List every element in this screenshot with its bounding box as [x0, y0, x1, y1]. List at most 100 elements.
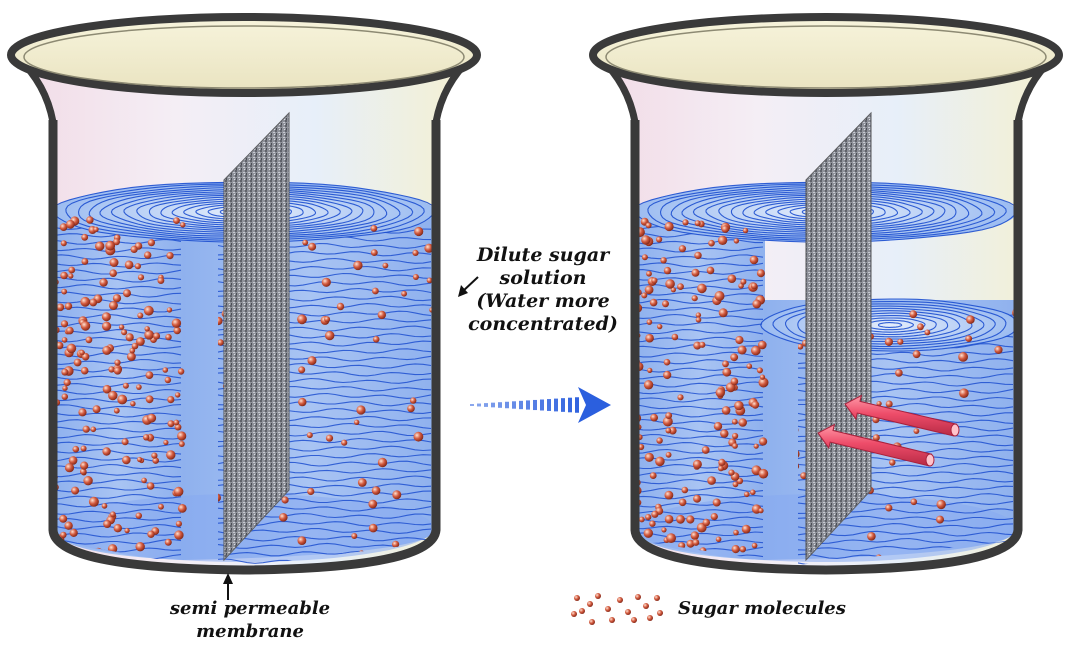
water-line [218, 250, 432, 257]
sugar-molecule [114, 359, 121, 366]
sugar-molecule [141, 477, 147, 484]
sugar-molecule [647, 367, 653, 373]
sugar-molecule [994, 345, 1003, 354]
sugar-molecule [145, 395, 154, 404]
water-line [218, 392, 432, 399]
water-line [52, 404, 182, 410]
sugar-molecule [166, 450, 176, 460]
sugar-molecule [178, 441, 185, 447]
sugar-molecule [731, 545, 740, 554]
water-line [634, 396, 764, 403]
water-ring [784, 303, 996, 348]
water-ring [110, 190, 375, 234]
sugar-molecule [175, 392, 181, 398]
sugar-molecule [177, 431, 187, 441]
sugar-molecule [371, 486, 381, 495]
arrow-right-segment [491, 402, 495, 408]
sugar-molecule [297, 314, 307, 325]
sugar-molecule [690, 531, 699, 540]
sugar-molecule [410, 397, 417, 404]
sugar-legend-dot [657, 610, 663, 616]
sugar-molecule [722, 367, 732, 377]
sugar-molecule [101, 503, 108, 509]
sugar-molecule [798, 343, 804, 350]
sugar-molecule [759, 374, 766, 380]
sugar-molecule [306, 432, 313, 439]
arrow-right-segment [519, 400, 523, 410]
water-line [218, 325, 432, 332]
sugar-legend-dot [595, 593, 601, 599]
sugar-molecule [897, 338, 904, 345]
sugar-molecule [122, 382, 129, 389]
sugar-molecule [912, 350, 921, 359]
sugar-molecule [913, 428, 920, 434]
water-line [218, 505, 432, 512]
sugar-molecule [634, 551, 642, 559]
sugar-molecule [758, 377, 769, 388]
beaker-rim-inner [23, 25, 465, 89]
water-line [218, 295, 432, 302]
sugar-molecule [60, 531, 67, 539]
sugar-molecule [125, 333, 134, 342]
water-ring [99, 188, 388, 235]
flow-arrow-body [844, 394, 957, 437]
sugar-molecule [118, 324, 125, 330]
sugar-legend-dot [587, 601, 593, 607]
water-ring [681, 188, 970, 235]
legend-label: Sugar molecules [678, 598, 846, 619]
sugar-molecule [86, 216, 94, 224]
sugar-molecule [753, 443, 759, 449]
sugar-molecule [910, 498, 918, 506]
sugar-molecule [135, 542, 145, 552]
sugar-molecule [298, 366, 306, 374]
water-line [218, 272, 432, 280]
sugar-molecule [59, 514, 68, 523]
sugar-molecule [682, 219, 689, 226]
sugar-molecule [668, 426, 677, 435]
sugar-molecule [706, 266, 715, 275]
sugar-molecule [101, 312, 111, 322]
sugar-molecule [741, 524, 751, 534]
sugar-molecule [68, 456, 78, 465]
sugar-molecule [695, 312, 702, 318]
sugar-molecule [664, 221, 674, 232]
sugar-molecule [64, 521, 73, 530]
sugar-molecule [135, 512, 142, 519]
sugar-molecule [105, 240, 116, 251]
sugar-molecule [718, 308, 728, 318]
water-ring [705, 192, 946, 232]
sugar-molecule [663, 358, 671, 366]
sugar-molecule [650, 413, 658, 422]
sugar-molecule [56, 341, 64, 350]
sugar-molecule [164, 376, 172, 384]
sugar-molecule [733, 529, 739, 536]
sugar-molecule [126, 352, 136, 361]
arrow-right-segment [512, 401, 516, 409]
water-ring [797, 305, 985, 345]
sugar-molecule [721, 225, 730, 233]
sugar-molecule [644, 285, 654, 295]
sugar-molecule [177, 504, 187, 513]
water-line [798, 395, 1014, 402]
sugar-molecule [136, 337, 145, 346]
sugar-legend-dot [579, 608, 585, 614]
sugar-molecule [638, 443, 645, 451]
sugar-molecule [800, 472, 808, 480]
sugar-molecule [720, 429, 729, 438]
water-line [634, 516, 764, 523]
water-ring [718, 194, 935, 230]
sugar-molecule [750, 489, 756, 496]
water-line [218, 280, 432, 287]
sugar-molecule [752, 299, 762, 309]
water-line [634, 448, 764, 455]
sugar-molecule [64, 302, 73, 310]
water-line [634, 291, 764, 298]
water-line [634, 389, 764, 395]
water-line [52, 493, 182, 501]
sugar-molecule [143, 305, 154, 316]
sugar-molecule [136, 384, 142, 390]
sugar-molecule [66, 219, 75, 229]
membrane-label-line: semi permeable [169, 598, 331, 619]
sugar-molecule [643, 380, 654, 390]
